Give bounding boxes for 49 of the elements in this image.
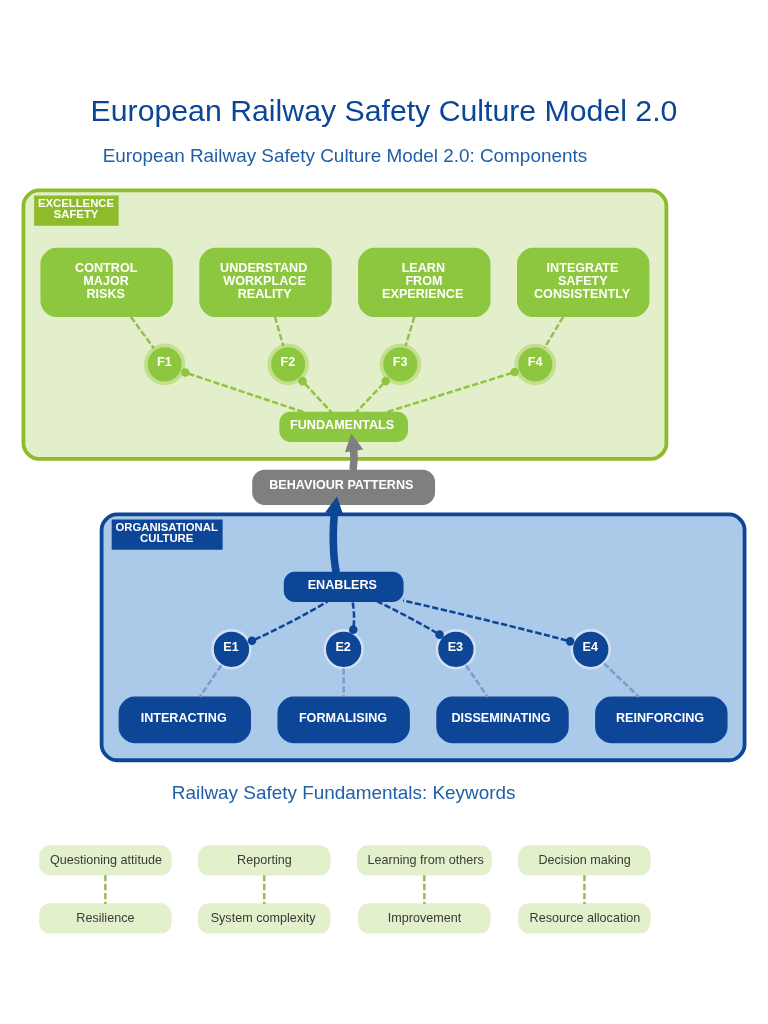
connector	[104, 874, 107, 904]
node-box: Learning from others	[356, 844, 492, 876]
connector	[543, 315, 565, 348]
connector	[262, 874, 266, 904]
node-box: UNDERSTAND WORKPLACE REALITY	[199, 247, 332, 317]
node-box: Reporting	[198, 844, 331, 876]
node-box: BEHAVIOUR PATTERNS	[252, 469, 436, 505]
connector	[342, 667, 345, 697]
connector	[198, 664, 223, 698]
node-circle: E4	[570, 628, 611, 669]
node-box: ENABLERS	[283, 571, 404, 602]
node-box: INTEGRATE SAFETY CONSISTENTLY	[517, 247, 650, 317]
connector	[273, 316, 285, 346]
arrow	[325, 496, 344, 573]
node-box: System complexity	[198, 902, 331, 934]
node-box: FORMALISING	[277, 696, 410, 743]
connector	[385, 367, 519, 413]
connector	[376, 599, 444, 639]
node-box: FUNDAMENTALS	[279, 411, 408, 442]
arrow	[344, 432, 364, 471]
node-box: REINFORCING	[595, 696, 728, 743]
node-box: DISSEMINATING	[436, 696, 569, 743]
node-circle: F4	[514, 343, 557, 385]
label: Railway Safety Fundamentals: Keywords	[171, 781, 516, 803]
node-box: Decision making	[518, 844, 651, 876]
node-circle: E2	[323, 628, 364, 669]
connector	[181, 367, 305, 413]
connector	[349, 600, 358, 634]
node-box: Improvement	[358, 902, 491, 934]
connector	[583, 874, 586, 904]
node-box: INTERACTING	[118, 696, 251, 743]
node-box: CONTROL MAJOR RISKS	[40, 247, 173, 317]
connector	[247, 599, 329, 645]
connector	[402, 598, 575, 646]
node-circle: E1	[211, 628, 252, 669]
node-box: Resource allocation	[518, 902, 651, 934]
node-box: LEARN FROM EXPERIENCE	[358, 247, 491, 317]
diagram-title: European Railway Safety Culture Model 2.0	[90, 93, 678, 127]
connector	[423, 874, 426, 904]
label: European Railway Safety Culture Model 2.0: Components	[102, 144, 588, 166]
connector	[404, 316, 416, 346]
node-box: Questioning attitude	[39, 844, 172, 876]
connector	[129, 315, 156, 349]
connector	[298, 376, 333, 413]
node-box: Resilience	[39, 902, 172, 934]
connector	[603, 661, 640, 698]
node-circle: F1	[143, 343, 186, 385]
connector	[355, 376, 390, 413]
connector	[464, 664, 489, 698]
